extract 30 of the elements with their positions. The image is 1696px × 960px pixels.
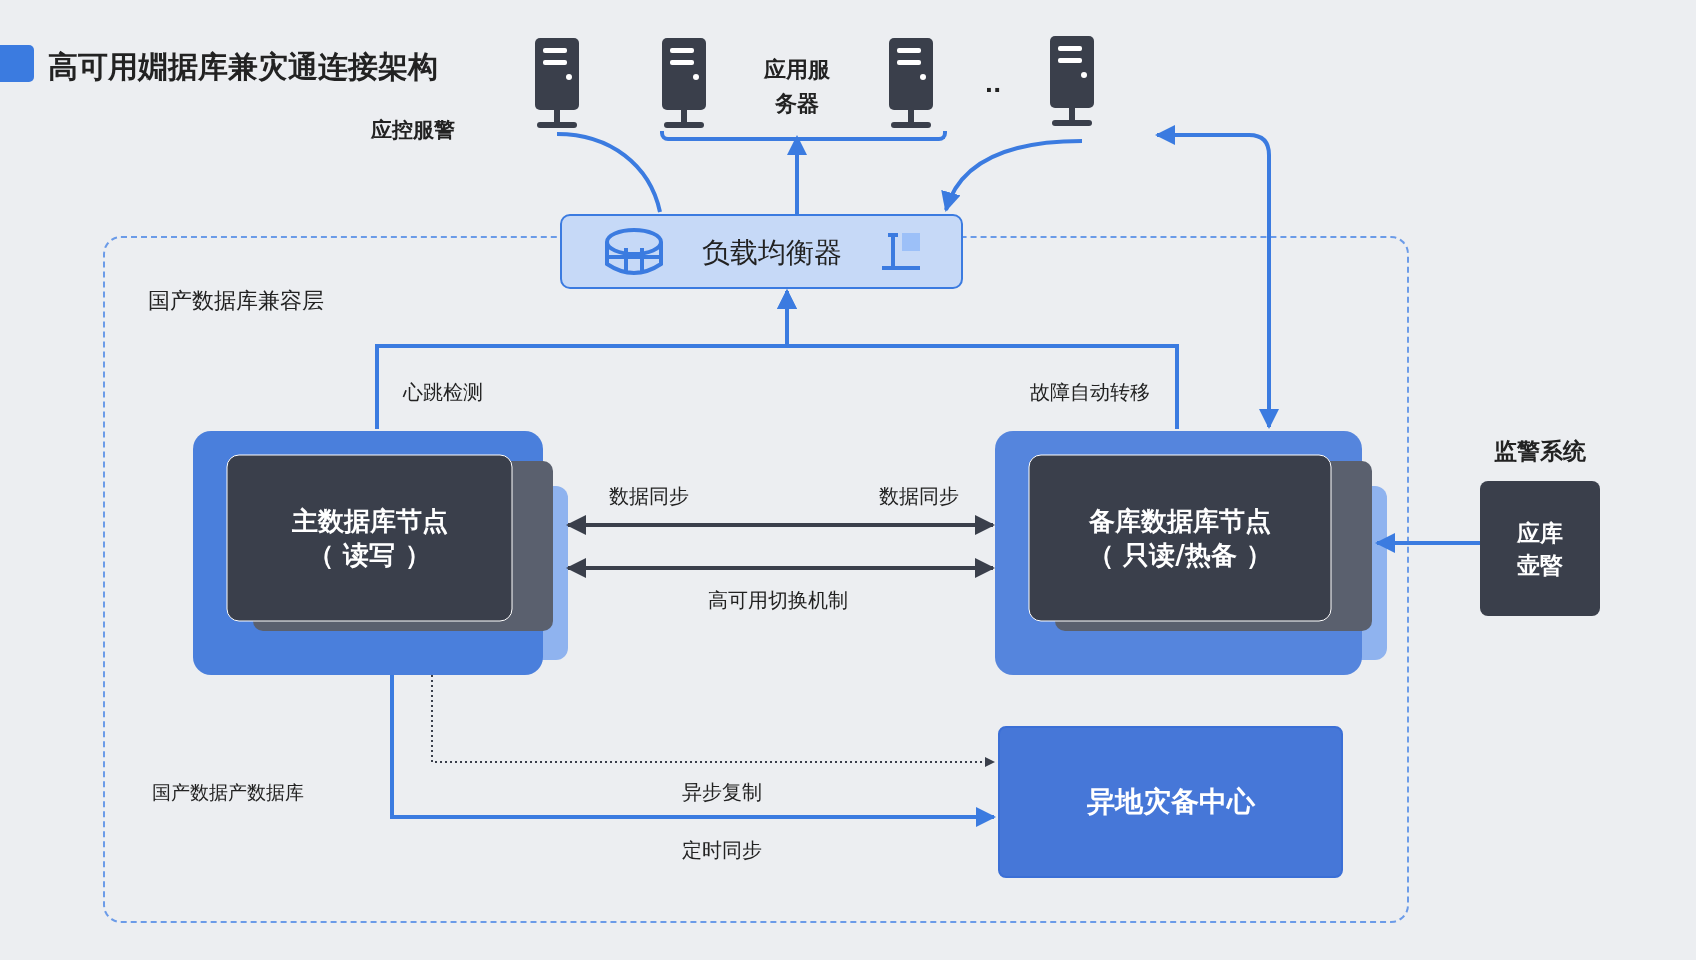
arrow bbox=[566, 515, 995, 535]
layer-frame bbox=[103, 236, 1409, 923]
arrow bbox=[777, 289, 1179, 429]
title: 高可用婣据库兼灾通连接架构 bbox=[48, 48, 438, 86]
side-note: 应控服警 bbox=[371, 117, 455, 144]
heading: 监警系统 bbox=[1493, 437, 1587, 466]
disaster-center-box: 异地灾备中心 bbox=[998, 726, 1343, 878]
arrow bbox=[787, 135, 807, 214]
ellipsis: .. bbox=[984, 71, 1002, 97]
note: 国产数据产数据库 bbox=[152, 780, 304, 805]
layer-label: 国产数据库兼容层 bbox=[148, 287, 324, 315]
arrow bbox=[1155, 125, 1279, 429]
group-bracket bbox=[660, 131, 947, 141]
arrow bbox=[942, 139, 1083, 212]
server-icon bbox=[887, 38, 935, 130]
node-label: 主数据库节点（ 读写 ） bbox=[290, 505, 449, 572]
server-icon bbox=[660, 38, 708, 130]
arrow-label: 定时同步 bbox=[682, 836, 762, 864]
server-icon bbox=[533, 38, 581, 130]
group-label: 应用服务器 bbox=[763, 56, 831, 118]
arrow bbox=[1375, 533, 1480, 553]
node-label: 负载均衡器 bbox=[702, 235, 842, 271]
arrow bbox=[566, 558, 995, 578]
arrow bbox=[390, 675, 996, 827]
arrow bbox=[431, 674, 995, 767]
node-label: 备库数据库节点（ 只读/热备 ） bbox=[1087, 505, 1273, 572]
balancer-box bbox=[560, 214, 963, 289]
server-icon bbox=[1048, 36, 1096, 128]
monitor-box: 应库壶暋 bbox=[1480, 481, 1600, 616]
arrow-label: 数据同步 bbox=[879, 482, 959, 510]
